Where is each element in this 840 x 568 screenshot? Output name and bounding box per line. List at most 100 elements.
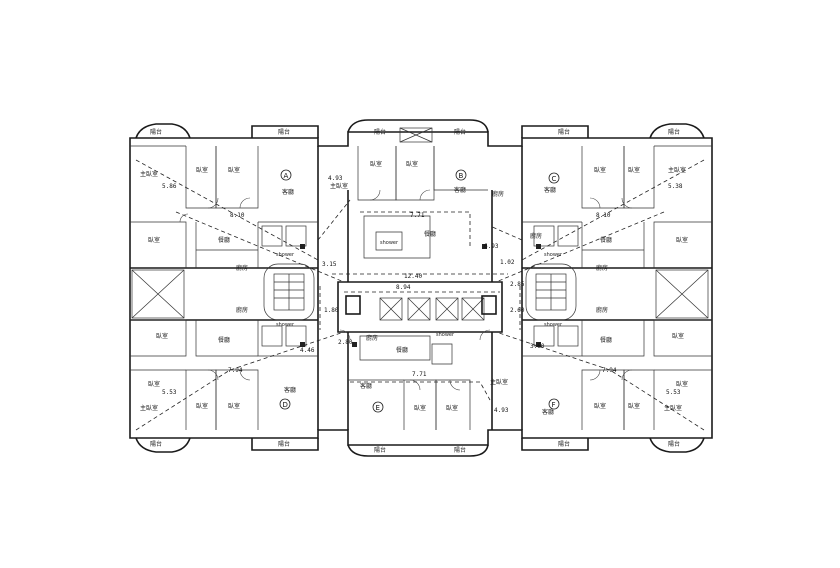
dim-4-46: 4.46 xyxy=(300,347,315,354)
dim-7-71-bottom: 7.71 xyxy=(412,371,427,378)
label-shower-a: shower xyxy=(276,252,295,258)
label-bedroom-a2: 臥室 xyxy=(228,166,240,174)
label-balcony-top-1: 陽台 xyxy=(150,128,162,136)
label-shower-f: shower xyxy=(544,322,563,328)
label-dining-f: 餐廳 xyxy=(600,336,612,344)
label-living-e: 客廳 xyxy=(360,382,372,390)
dim-3-15: 3.15 xyxy=(322,261,337,268)
unit-letter-d: D xyxy=(283,401,288,409)
unit-letter-c: C xyxy=(552,175,557,183)
dim-2-85: 2.85 xyxy=(510,281,525,288)
label-kitchen-e: 廚房 xyxy=(366,334,378,342)
label-living-c: 客廳 xyxy=(544,186,556,194)
label-master-bedroom-e: 主臥室 xyxy=(490,378,508,386)
unit-marker-b: B xyxy=(455,169,467,181)
label-dining-b: 餐廳 xyxy=(424,230,436,238)
label-living-b: 客廳 xyxy=(454,186,466,194)
building-outline xyxy=(129,131,713,446)
label-master-bedroom-f: 主臥室 xyxy=(664,404,682,412)
label-bedroom-f3: 臥室 xyxy=(672,332,684,340)
label-kitchen-f: 廚房 xyxy=(596,306,608,314)
label-master-bedroom-d: 主臥室 xyxy=(140,404,158,412)
label-bedroom-a3: 臥室 xyxy=(148,236,160,244)
label-bedroom-d3: 臥室 xyxy=(228,402,240,410)
label-kitchen-b: 廚房 xyxy=(492,190,504,198)
label-balcony-bottom-3: 陽台 xyxy=(374,446,386,454)
label-balcony-bottom-5: 陽台 xyxy=(558,440,570,448)
dim-5-53-left: 5.53 xyxy=(162,389,177,396)
label-bedroom-b2: 臥室 xyxy=(406,160,418,168)
unit-marker-e: E xyxy=(372,401,384,413)
label-bedroom-c3: 臥室 xyxy=(676,236,688,244)
dim-4-93-bottom: 4.93 xyxy=(494,407,509,414)
label-bedroom-f4: 臥室 xyxy=(676,380,688,388)
dim-7-71-top: 7.71 xyxy=(410,212,425,219)
doors xyxy=(179,189,633,391)
label-balcony-top-4: 陽台 xyxy=(454,128,466,136)
dim-5-53-right: 5.53 xyxy=(666,389,681,396)
label-shower-e: shower xyxy=(436,332,455,338)
label-master-bedroom-b: 主臥室 xyxy=(330,182,348,190)
label-dining-c: 餐廳 xyxy=(600,236,612,244)
label-bedroom-c1: 臥室 xyxy=(594,166,606,174)
dimension-lines xyxy=(135,159,705,431)
dim-4-93: 4.93 xyxy=(328,175,343,182)
label-shower-d: shower xyxy=(276,322,295,328)
dim-3-60: 3.60 xyxy=(530,343,545,350)
label-balcony-bottom-4: 陽台 xyxy=(454,446,466,454)
label-balcony-bottom-2: 陽台 xyxy=(278,440,290,448)
balconies xyxy=(135,119,705,457)
dim-5-38: 5.38 xyxy=(668,183,683,190)
label-bedroom-b1: 臥室 xyxy=(370,160,382,168)
label-kitchen-a: 廚房 xyxy=(236,264,248,272)
unit-marker-d: D xyxy=(279,398,291,410)
label-living-d: 客廳 xyxy=(284,386,296,394)
label-balcony-bottom-1: 陽台 xyxy=(150,440,162,448)
label-bedroom-d1: 臥室 xyxy=(156,332,168,340)
label-living-f: 客廳 xyxy=(542,408,554,416)
dim-1-80: 1.80 xyxy=(324,307,339,314)
dim-6-93: 6.93 xyxy=(484,243,499,250)
label-bedroom-c2: 臥室 xyxy=(628,166,640,174)
label-balcony-top-5: 陽台 xyxy=(558,128,570,136)
label-kitchen-c: 廚房 xyxy=(596,264,608,272)
unit-letter-b: B xyxy=(459,172,464,180)
dim-8-94: 8.94 xyxy=(396,284,411,291)
label-bedroom-f1: 臥室 xyxy=(594,402,606,410)
dim-2-60: 2.60 xyxy=(510,307,525,314)
label-balcony-top-2: 陽台 xyxy=(278,128,290,136)
light-wells xyxy=(131,269,709,319)
stairs xyxy=(263,263,577,321)
label-living-a: 客廳 xyxy=(282,188,294,196)
dim-8-10-right: 8.10 xyxy=(596,212,611,219)
dim-7-94-right: 7.94 xyxy=(602,367,617,374)
label-kitchen-d: 廚房 xyxy=(236,306,248,314)
label-bedroom-e1: 臥室 xyxy=(414,404,426,412)
label-bedroom-d4: 臥室 xyxy=(148,380,160,388)
label-kitchen-c2: 廚房 xyxy=(530,232,542,240)
unit-letter-e: E xyxy=(376,404,380,412)
label-dining-a: 餐廳 xyxy=(218,236,230,244)
label-balcony-top-3: 陽台 xyxy=(374,128,386,136)
unit-letter-a: A xyxy=(284,172,289,180)
unit-marker-c: C xyxy=(548,172,560,184)
label-master-bedroom-c: 主臥室 xyxy=(668,166,686,174)
label-shower-c: shower xyxy=(544,252,563,258)
fixtures xyxy=(261,225,579,347)
dim-7-94-left: 7.94 xyxy=(228,367,243,374)
label-dining-d: 餐廳 xyxy=(218,336,230,344)
dim-5-86: 5.86 xyxy=(162,183,177,190)
label-bedroom-e2: 臥室 xyxy=(446,404,458,412)
label-master-bedroom-a: 主臥室 xyxy=(140,170,158,178)
unit-marker-f: F xyxy=(548,398,560,410)
label-dining-e: 餐廳 xyxy=(396,346,408,354)
label-bedroom-f2: 臥室 xyxy=(628,402,640,410)
dim-2-80: 2.80 xyxy=(338,339,353,346)
label-shower-b: shower xyxy=(380,240,399,246)
unit-letter-f: F xyxy=(552,401,556,409)
unit-marker-a: A xyxy=(280,169,292,181)
label-balcony-top-6: 陽台 xyxy=(668,128,680,136)
label-bedroom-a1: 臥室 xyxy=(196,166,208,174)
elevators xyxy=(345,127,497,321)
